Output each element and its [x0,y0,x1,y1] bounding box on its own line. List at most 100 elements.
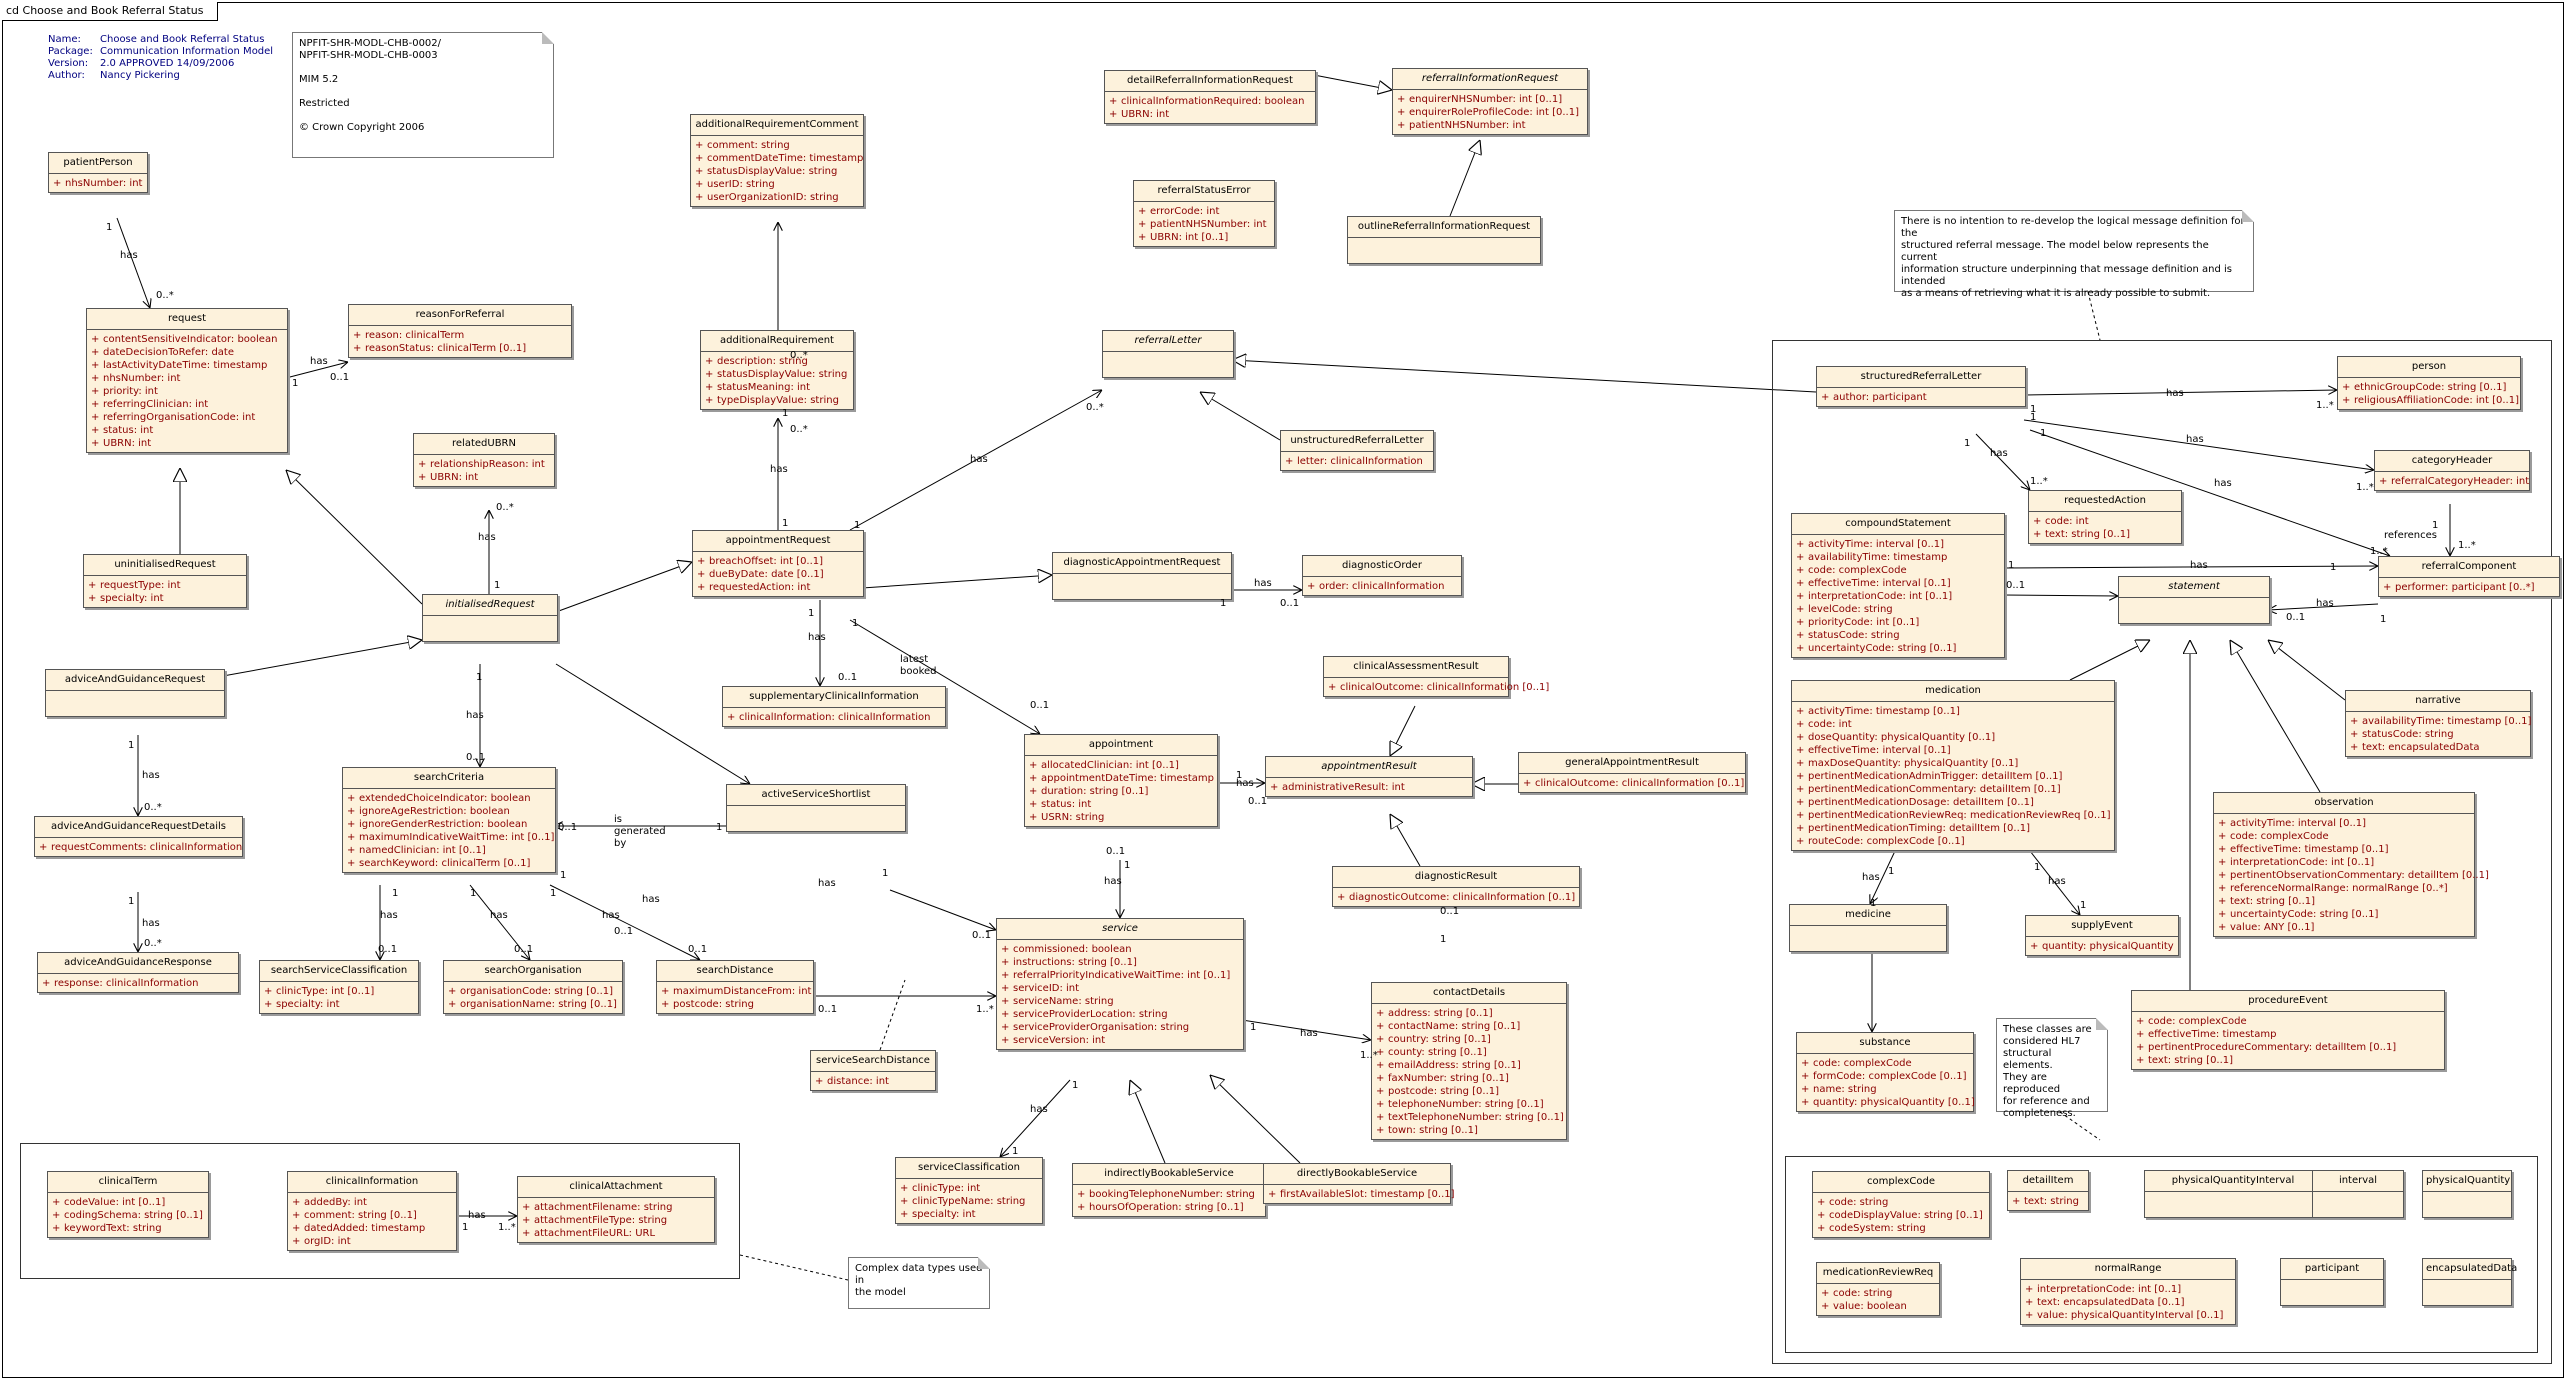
class-medication-review-req[interactable]: medicationReviewReq+code: string+value: … [1816,1262,1940,1316]
class-normal-range[interactable]: normalRange+interpretationCode: int [0..… [2020,1258,2236,1325]
class-service-classification[interactable]: serviceClassification+clinicType: int+cl… [895,1157,1043,1224]
visibility-icon: + [1796,617,1805,628]
class-substance[interactable]: substance+code: complexCode+formCode: co… [1796,1032,1975,1112]
class-name: additionalRequirement [701,331,853,352]
class-medicine[interactable]: medicine [1789,904,1947,952]
class-detail-item[interactable]: detailItem+text: string [2007,1170,2089,1211]
class-diagnostic-result[interactable]: diagnosticResult+diagnosticOutcome: clin… [1332,866,1580,907]
visibility-icon: + [1001,957,1010,968]
class-detail-referral-information-request[interactable]: detailReferralInformationRequest+clinica… [1104,70,1316,124]
class-service-search-distance[interactable]: serviceSearchDistance+distance: int [810,1050,936,1091]
class-attribute: +searchKeyword: clinicalTerm [0..1] [347,857,551,870]
class-observation[interactable]: observation+activityTime: interval [0..1… [2213,792,2489,937]
class-physical-quantity[interactable]: physicalQuantity [2422,1170,2512,1218]
class-clinical-term[interactable]: clinicalTerm+codeValue: int [0..1]+codin… [47,1171,209,1238]
class-general-appointment-result[interactable]: generalAppointmentResult+clinicalOutcome… [1518,752,1746,793]
class-patient-person[interactable]: patientPerson+nhsNumber: int [48,152,148,193]
attribute-text: codeValue: int [0..1] [64,1197,166,1208]
header-row: Author:Nancy Pickering [48,70,273,82]
class-attributes: +response: clinicalInformation [38,974,238,992]
visibility-icon: + [91,373,100,384]
visibility-icon: + [2136,1042,2145,1053]
class-narrative[interactable]: narrative+availabilityTime: timestamp [0… [2345,690,2531,757]
multiplicity-label: 1 [392,888,399,899]
class-medication[interactable]: medication+activityTime: timestamp [0..1… [1791,680,2115,851]
class-attribute: +extendedChoiceIndicator: boolean [347,792,551,805]
class-attribute: +administrativeResult: int [1270,781,1468,794]
class-reason-for-referral[interactable]: reasonForReferral+reason: clinicalTerm+r… [348,304,572,358]
class-initialised-request[interactable]: initialisedRequest [422,594,558,642]
multiplicity-label: 1 [1964,438,1971,449]
class-indirectly-bookable-service[interactable]: indirectlyBookableService+bookingTelepho… [1072,1163,1266,1217]
attribute-text: statusDisplayValue: string [707,166,838,177]
class-active-service-shortlist[interactable]: activeServiceShortlist [726,784,906,832]
class-referral-letter[interactable]: referralLetter [1102,330,1234,378]
class-appointment-request[interactable]: appointmentRequest+breachOffset: int [0.… [692,530,864,597]
class-referral-information-request[interactable]: referralInformationRequest+enquirerNHSNu… [1392,68,1588,135]
visibility-icon: + [1001,1035,1010,1046]
class-search-organisation[interactable]: searchOrganisation+organisationCode: str… [443,960,623,1014]
class-attribute: +maximumDistanceFrom: int [661,985,811,998]
class-clinical-assessment-result[interactable]: clinicalAssessmentResult+clinicalOutcome… [1323,656,1549,697]
class-name: narrative [2346,691,2530,712]
class-search-criteria[interactable]: searchCriteria+extendedChoiceIndicator: … [342,767,556,873]
class-unstructured-referral-letter[interactable]: unstructuredReferralLetter+letter: clini… [1280,430,1434,471]
attribute-text: religiousAffiliationCode: int [0..1] [2354,395,2519,406]
class-interval[interactable]: interval [2312,1170,2404,1218]
header-key: Name: [48,34,81,45]
multiplicity-label: 1..* [2458,540,2476,551]
class-clinical-information[interactable]: clinicalInformation+addedBy: int+comment… [287,1171,457,1251]
class-related-ubrn[interactable]: relatedUBRN+relationshipReason: int+UBRN… [413,433,555,487]
generalization-line [2069,640,2150,681]
class-person[interactable]: person+ethnicGroupCode: string [0..1]+re… [2337,356,2521,410]
class-additional-requirement[interactable]: additionalRequirement+description: strin… [700,330,854,410]
class-attribute: +dueByDate: date [0..1] [697,568,859,581]
class-advice-and-guidance-request-details[interactable]: adviceAndGuidanceRequestDetails+requestC… [34,816,243,857]
attribute-text: activityTime: interval [0..1] [2230,818,2367,829]
class-attribute: +effectiveTime: interval [0..1] [1796,744,2110,757]
association-line [2029,429,2390,556]
attribute-text: errorCode: int [1150,206,1220,217]
class-diagnostic-appointment-request[interactable]: diagnosticAppointmentRequest [1052,552,1232,600]
association-line [1975,433,2030,490]
class-attributes [1348,238,1540,263]
class-uninitialised-request[interactable]: uninitialisedRequest+requestType: int+sp… [83,554,247,608]
class-physical-quantity-interval[interactable]: physicalQuantityInterval [2144,1170,2322,1218]
class-compound-statement[interactable]: compoundStatement+activityTime: interval… [1791,513,2005,658]
class-diagnostic-order[interactable]: diagnosticOrder+order: clinicalInformati… [1302,555,1462,596]
association-line [2268,603,2379,610]
class-clinical-attachment[interactable]: clinicalAttachment+attachmentFilename: s… [517,1176,715,1243]
class-service[interactable]: service+commissioned: boolean+instructio… [996,918,1244,1050]
class-attribute: +breachOffset: int [0..1] [697,555,859,568]
class-request[interactable]: request+contentSensitiveIndicator: boole… [86,308,288,453]
class-complex-code[interactable]: complexCode+code: string+codeDisplayValu… [1812,1171,1990,1238]
pkg-structured [1772,340,2552,1364]
class-statement[interactable]: statement [2118,576,2270,624]
visibility-icon: + [2218,831,2227,842]
class-category-header[interactable]: categoryHeader+referralCategoryHeader: i… [2374,450,2530,491]
class-structured-referral-letter[interactable]: structuredReferralLetter+author: partici… [1816,366,2026,407]
class-encapsulated-data[interactable]: encapsulatedData [2422,1258,2517,1306]
class-search-distance[interactable]: searchDistance+maximumDistanceFrom: int+… [656,960,814,1014]
class-appointment-result[interactable]: appointmentResult+administrativeResult: … [1265,756,1473,797]
class-directly-bookable-service[interactable]: directlyBookableService+firstAvailableSl… [1263,1163,1455,1204]
visibility-icon: + [347,806,356,817]
class-supply-event[interactable]: supplyEvent+quantity: physicalQuantity [2025,915,2179,956]
class-advice-and-guidance-response[interactable]: adviceAndGuidanceResponse+response: clin… [37,952,239,993]
class-requested-action[interactable]: requestedAction+code: int+text: string [… [2028,490,2182,544]
class-search-service-classification[interactable]: searchServiceClassification+clinicType: … [259,960,419,1014]
class-procedure-event[interactable]: procedureEvent+code: complexCode+effecti… [2131,990,2445,1070]
class-outline-referral-information-request[interactable]: outlineReferralInformationRequest [1347,216,1541,264]
class-contact-details[interactable]: contactDetails+address: string [0..1]+co… [1371,982,1567,1140]
class-attribute: +code: int [2033,515,2177,528]
class-appointment[interactable]: appointment+allocatedClinician: int [0..… [1024,734,1218,827]
visibility-icon: + [2350,729,2359,740]
class-advice-and-guidance-request[interactable]: adviceAndGuidanceRequest [45,669,225,717]
class-referral-component[interactable]: referralComponent+performer: participant… [2378,556,2560,597]
class-referral-status-error[interactable]: referralStatusError+errorCode: int+patie… [1133,180,1275,247]
class-additional-requirement-comment[interactable]: additionalRequirementComment+comment: st… [690,114,864,207]
class-participant[interactable]: participant [2280,1258,2384,1306]
attribute-text: interpretationCode: int [0..1] [2230,857,2375,868]
class-attribute: +clinicalInformationRequired: boolean [1109,95,1311,108]
class-supplementary-clinical-information[interactable]: supplementaryClinicalInformation+clinica… [722,686,946,727]
